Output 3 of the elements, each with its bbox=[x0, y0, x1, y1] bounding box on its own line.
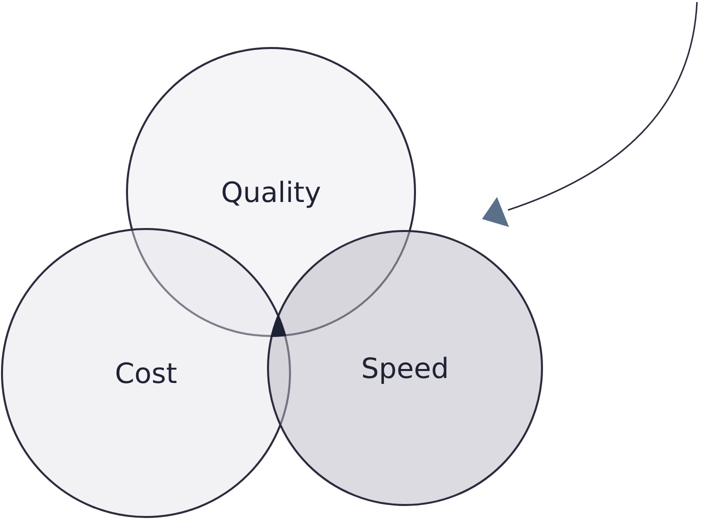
circle-label: Quality bbox=[220, 176, 322, 208]
circle-label: Cost bbox=[114, 356, 178, 390]
circle-label: Speed bbox=[361, 352, 449, 384]
